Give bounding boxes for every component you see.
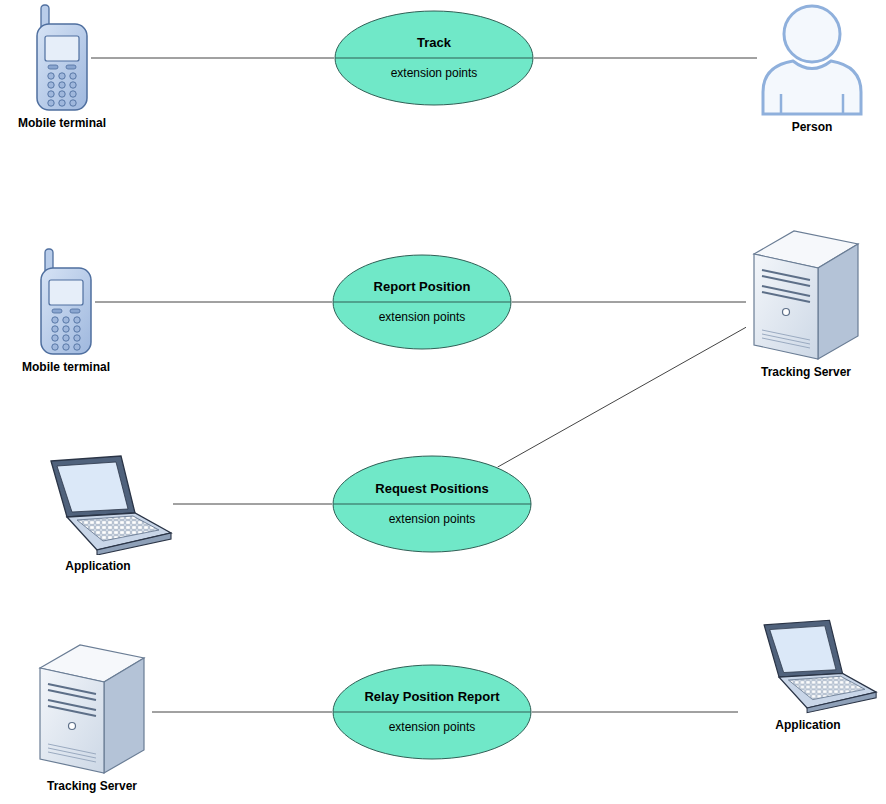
use-case-name: Relay Position Report xyxy=(364,689,499,704)
compartment-divider xyxy=(333,712,531,713)
actor: Mobile terminal xyxy=(16,4,109,130)
actor: Application xyxy=(736,618,880,732)
actor-label: Application xyxy=(21,559,175,573)
text-slot: Report Position xyxy=(332,254,512,302)
compartment-label: extension points xyxy=(391,66,478,80)
use-case-name: Track xyxy=(417,35,451,50)
actor: Person xyxy=(755,0,869,134)
ellipse-shape xyxy=(333,456,531,552)
actor-label: Tracking Server xyxy=(30,779,154,793)
actor-label: Application xyxy=(736,718,880,732)
association-line xyxy=(498,327,746,467)
text-slot: extension points xyxy=(332,712,532,760)
phone-icon xyxy=(33,4,91,112)
use-case-name: Request Positions xyxy=(375,481,488,496)
laptop-icon xyxy=(23,455,173,555)
server-icon xyxy=(746,226,866,361)
actor-label: Person xyxy=(755,120,869,134)
actor: Tracking Server xyxy=(30,640,154,793)
compartment-divider xyxy=(333,302,511,303)
compartment-divider xyxy=(333,504,531,505)
actor: Mobile terminal xyxy=(20,248,113,374)
association-line xyxy=(534,58,757,59)
ellipse-shape xyxy=(333,665,531,759)
actor: Application xyxy=(21,455,175,573)
association-line xyxy=(91,58,334,59)
use-case-ellipse: Request Positions extension points xyxy=(332,455,532,553)
text-slot: Request Positions xyxy=(332,455,532,504)
text-slot: extension points xyxy=(334,58,534,106)
ellipse-outline xyxy=(334,10,534,106)
association-line xyxy=(532,712,738,713)
association-line xyxy=(152,712,332,713)
text-slot: Track xyxy=(334,10,534,58)
phone-icon xyxy=(37,248,95,356)
ellipse-outline xyxy=(332,455,532,553)
association-line xyxy=(95,302,332,303)
use-case-ellipse: Relay Position Report extension points xyxy=(332,664,532,760)
text-slot: extension points xyxy=(332,504,532,553)
association-line xyxy=(173,504,332,505)
actor: Tracking Server xyxy=(744,226,868,379)
ellipse-shape xyxy=(333,255,511,349)
ellipse-shape xyxy=(335,11,533,105)
actor-label: Tracking Server xyxy=(744,365,868,379)
association-line xyxy=(512,302,746,303)
use-case-ellipse: Report Position extension points xyxy=(332,254,512,350)
compartment-divider xyxy=(335,58,533,59)
server-icon xyxy=(32,640,152,775)
use-case-ellipse: Track extension points xyxy=(334,10,534,106)
use-case-name: Report Position xyxy=(374,279,471,294)
text-slot: Relay Position Report xyxy=(332,664,532,712)
text-slot: extension points xyxy=(332,302,512,350)
person-icon xyxy=(757,0,867,116)
compartment-label: extension points xyxy=(389,720,476,734)
ellipse-outline xyxy=(332,254,512,350)
laptop-icon xyxy=(738,618,878,714)
actor-label: Mobile terminal xyxy=(16,116,109,130)
compartment-label: extension points xyxy=(379,310,466,324)
actor-label: Mobile terminal xyxy=(20,360,113,374)
compartment-label: extension points xyxy=(389,512,476,526)
ellipse-outline xyxy=(332,664,532,760)
